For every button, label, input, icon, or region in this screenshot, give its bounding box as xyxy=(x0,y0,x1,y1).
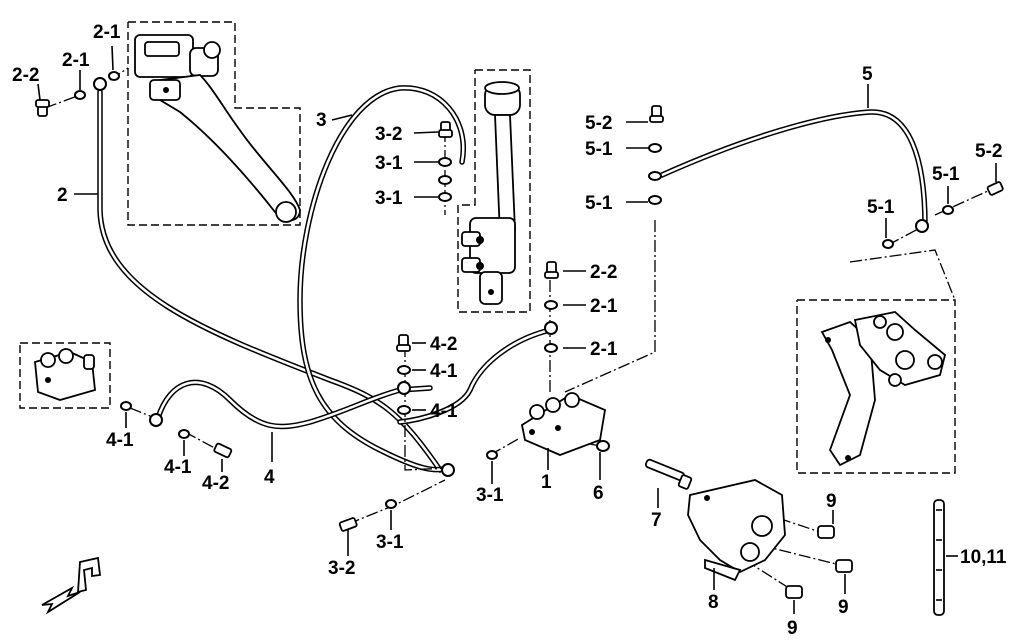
mounting-bracket xyxy=(687,479,786,582)
callout: 9 xyxy=(787,618,798,639)
hose-5 xyxy=(659,109,928,228)
callout: 4 xyxy=(264,467,275,488)
callout: 2 xyxy=(57,185,68,206)
callout: 10,11 xyxy=(960,547,1007,568)
callout: 4-2 xyxy=(430,334,457,355)
callout: 5-1 xyxy=(585,139,613,160)
callout: 3-1 xyxy=(476,485,504,506)
callout: 5-2 xyxy=(975,141,1002,162)
front-direction-arrow-icon xyxy=(41,556,101,615)
callout: 7 xyxy=(651,510,662,531)
callout: 4-1 xyxy=(430,401,458,422)
bolt-7 xyxy=(644,458,693,490)
hose-2 xyxy=(97,89,443,473)
callout: 5 xyxy=(862,64,873,85)
bolt-9-b xyxy=(835,559,853,573)
callout: 4-1 xyxy=(106,430,134,451)
front-master-cylinder xyxy=(134,34,301,223)
callout: 3-1 xyxy=(375,188,403,209)
callout: 1 xyxy=(541,472,552,493)
callout: 5-2 xyxy=(585,113,612,134)
callout: 4-1 xyxy=(164,457,192,478)
bolt-2-2-left xyxy=(35,99,50,117)
callout: 5-1 xyxy=(585,193,613,214)
callout: 3-1 xyxy=(375,153,403,174)
callout: 2-1 xyxy=(93,22,121,43)
callout-leaders xyxy=(37,45,997,614)
callout: 3-2 xyxy=(328,558,355,579)
rear-master-cylinder xyxy=(461,81,521,305)
bolt-5-2-right xyxy=(986,181,1004,196)
callout-labels: 2-2 2-1 2-1 2 3 3-2 3-1 3-1 5 5-2 5-1 5-… xyxy=(12,22,1007,639)
bolt-4-2-lower xyxy=(213,442,233,459)
washers xyxy=(74,71,954,509)
callout: 4-1 xyxy=(430,361,458,382)
callout: 8 xyxy=(708,592,719,613)
callout: 9 xyxy=(826,491,837,512)
callout: 3-2 xyxy=(375,124,402,145)
bolt-4-2-center xyxy=(396,334,411,352)
callout: 4-2 xyxy=(202,473,229,494)
rear-caliper xyxy=(820,311,947,467)
hose-4 xyxy=(155,379,433,430)
bolt-2-2-center xyxy=(544,261,559,279)
callout: 5-1 xyxy=(932,164,960,185)
callout: 5-1 xyxy=(867,197,895,218)
callout: 2-1 xyxy=(590,296,618,317)
callout: 2-1 xyxy=(590,339,618,360)
hose-3 xyxy=(297,85,466,473)
cable-tie xyxy=(933,499,945,616)
callout: 3-1 xyxy=(376,532,404,553)
callout: 2-2 xyxy=(12,65,39,86)
delay-valve xyxy=(520,392,607,456)
callout: 2-2 xyxy=(590,262,617,283)
callout: 2-1 xyxy=(62,50,90,71)
callout: 9 xyxy=(838,597,849,618)
bolt-3-2-upper xyxy=(438,121,453,138)
bolt-9-a xyxy=(817,525,835,539)
callout: 6 xyxy=(593,483,604,504)
proportioning-valve xyxy=(34,348,96,401)
hose-2-lower xyxy=(397,327,553,425)
bolt-5-2-upper xyxy=(649,105,664,123)
bolt-3-2-lower xyxy=(338,517,358,532)
bolt-9-c xyxy=(785,585,803,599)
callout: 3 xyxy=(316,110,327,131)
